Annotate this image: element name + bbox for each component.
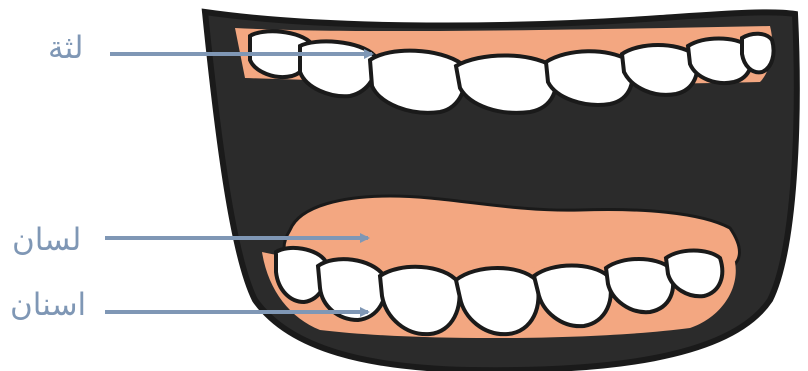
label-gums: لثة bbox=[48, 30, 83, 66]
label-teeth: اسنان bbox=[10, 287, 86, 323]
label-tongue: لسان bbox=[12, 222, 81, 258]
